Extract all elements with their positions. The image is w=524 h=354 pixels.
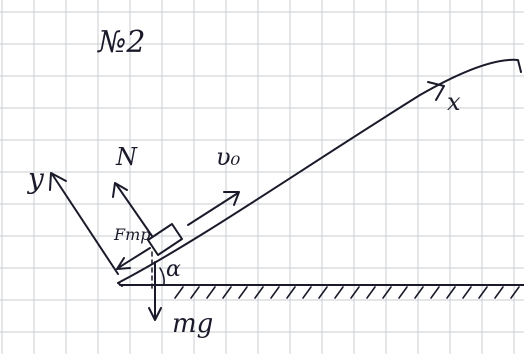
hatch-mark bbox=[190, 286, 200, 299]
hatch-mark bbox=[286, 286, 296, 299]
hatch-mark bbox=[430, 286, 440, 299]
normal-force-arrow bbox=[112, 182, 153, 237]
hatch-mark bbox=[254, 286, 264, 299]
hatch-mark bbox=[350, 286, 360, 299]
gravity-label: mg bbox=[172, 309, 213, 339]
ground-hatching bbox=[174, 286, 520, 299]
gravity-arrow bbox=[148, 261, 162, 321]
hatch-mark bbox=[510, 286, 520, 299]
friction-force-label: Fтр bbox=[113, 225, 151, 244]
hatch-mark bbox=[238, 286, 248, 299]
incline-line bbox=[117, 58, 522, 284]
hatch-mark bbox=[462, 286, 472, 299]
problem-number-label: №2 bbox=[96, 25, 145, 60]
y-axis-arrow bbox=[49, 172, 119, 275]
hatch-mark bbox=[494, 286, 504, 299]
hatch-mark bbox=[414, 286, 424, 299]
velocity-arrow bbox=[187, 191, 240, 226]
hatch-mark bbox=[222, 286, 232, 299]
block bbox=[147, 223, 183, 256]
hatch-mark bbox=[366, 286, 376, 299]
hatch-mark bbox=[334, 286, 344, 299]
x-axis-arrowhead bbox=[427, 81, 445, 101]
hatch-mark bbox=[270, 286, 280, 299]
normal-force-label: N bbox=[115, 143, 138, 171]
incline-base-corner bbox=[117, 282, 123, 287]
hatch-mark bbox=[382, 286, 392, 299]
angle-label: α bbox=[166, 257, 181, 282]
hatch-mark bbox=[174, 286, 184, 299]
hatch-mark bbox=[302, 286, 312, 299]
x-axis-label: x bbox=[447, 88, 461, 116]
hatch-mark bbox=[446, 286, 456, 299]
angle-arc bbox=[159, 267, 165, 285]
ground bbox=[119, 284, 524, 299]
hatch-mark bbox=[478, 286, 488, 299]
hatch-mark bbox=[398, 286, 408, 299]
friction-force-arrow bbox=[116, 247, 151, 270]
hatch-mark bbox=[318, 286, 328, 299]
y-axis-label: y bbox=[26, 162, 45, 195]
hatch-mark bbox=[206, 286, 216, 299]
velocity-label: υ₀ bbox=[216, 143, 241, 171]
